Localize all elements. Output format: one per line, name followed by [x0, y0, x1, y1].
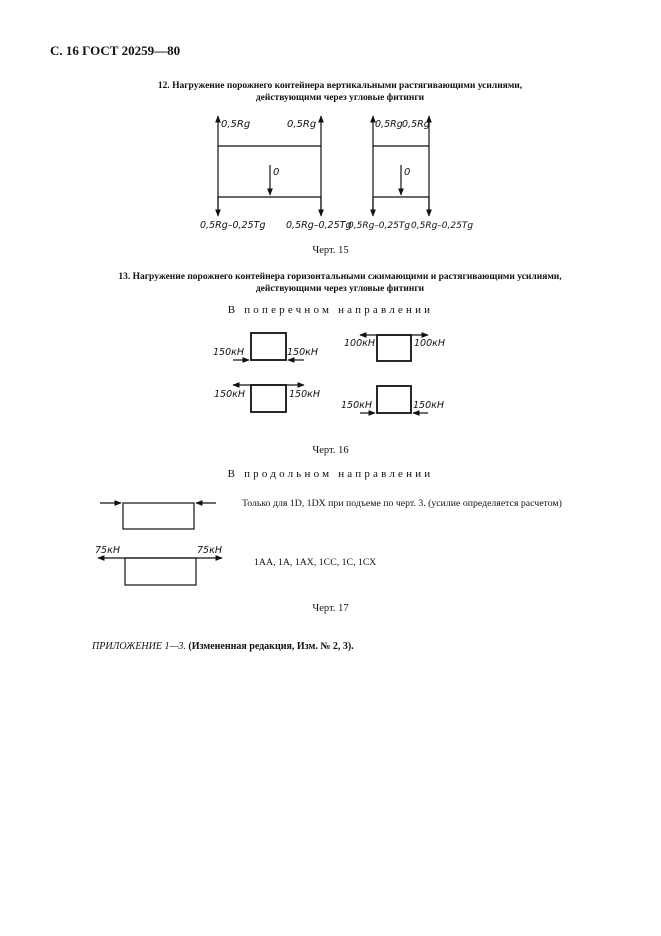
- fig16-d2-left-label: 100кН: [344, 338, 375, 349]
- fig16-d1-right-label: 150кН: [287, 347, 318, 358]
- container-box: [250, 384, 287, 413]
- figure-15-caption: Черт. 15: [312, 245, 349, 256]
- fig16-d3-left-label: 150кН: [214, 389, 245, 400]
- figure-16-diagram-2: [359, 332, 429, 362]
- fig15-left-top-right-label: 0,5Rg: [287, 119, 316, 130]
- transverse-label: В поперечном направлении: [227, 304, 434, 316]
- figure-16-diagram-1: [233, 332, 304, 363]
- fig15-left-bottom-right-label: 0,5Rg–0,25Tg: [286, 220, 351, 231]
- figure-17-diagram-2: [97, 555, 223, 586]
- appendix-edition: (Измененная редакция, Изм. № 2, 3).: [188, 641, 354, 652]
- section-12-title: 12. Нагружение порожнего контейнера верт…: [60, 80, 620, 104]
- figure-16-diagram-3: [232, 382, 305, 413]
- fig16-d4-right-label: 150кН: [413, 400, 444, 411]
- figure-15-right-diagram: [370, 115, 432, 217]
- fig15-right-top-right-label: 0,5Rg: [402, 119, 430, 130]
- section-12-title-line1: 12. Нагружение порожнего контейнера верт…: [157, 81, 523, 91]
- container-box: [122, 502, 195, 530]
- fig15-right-center-label: 0: [404, 167, 410, 178]
- figure-16-diagram-4: [360, 385, 428, 416]
- section-12-title-line2: действующими через угловые фитинги: [255, 93, 425, 103]
- figure-17-diagram-1: [100, 500, 216, 530]
- figure-16-caption: Черт. 16: [312, 445, 349, 456]
- fig16-d4-left-label: 150кН: [341, 400, 372, 411]
- container-box: [250, 332, 287, 361]
- container-box: [376, 385, 412, 414]
- container-box: [124, 557, 197, 586]
- fig15-left-center-label: 0: [273, 167, 279, 178]
- fig15-left-bottom-left-label: 0,5Rg–0,25Tg: [200, 220, 265, 231]
- fig15-right-bottom-right-label: 0,5Rg–0,25Tg: [411, 221, 473, 231]
- fig17-d2-left-label: 75кН: [95, 545, 120, 556]
- figure-17-caption: Черт. 17: [312, 603, 349, 614]
- section-13-title-line2: действующими через угловые фитинги: [255, 284, 425, 294]
- fig15-right-bottom-left-label: 0,5Rg–0,25Tg: [348, 221, 410, 231]
- longitudinal-note-1: Только для 1D, 1DX при подъеме по черт. …: [242, 498, 562, 509]
- section-13-title: 13. Нагружение порожнего контейнера гори…: [60, 271, 620, 295]
- fig16-d2-right-label: 100кН: [414, 338, 445, 349]
- longitudinal-label: В продольном направлении: [227, 468, 434, 480]
- page-header: С. 16 ГОСТ 20259—80: [50, 43, 181, 58]
- fig15-right-top-left-label: 0,5Rg: [375, 119, 403, 130]
- fig16-d3-right-label: 150кН: [289, 389, 320, 400]
- fig15-left-top-left-label: 0,5Rg: [221, 119, 250, 130]
- fig17-d2-right-label: 75кН: [197, 545, 222, 556]
- section-13-title-line1: 13. Нагружение порожнего контейнера гори…: [118, 272, 562, 282]
- appendix-title: ПРИЛОЖЕНИЕ 1—3.: [92, 641, 186, 652]
- figure-15-left-diagram: [215, 115, 324, 217]
- fig16-d1-left-label: 150кН: [213, 347, 244, 358]
- container-box: [376, 334, 412, 362]
- appendix-note: ПРИЛОЖЕНИЕ 1—3. (Измененная редакция, Из…: [92, 641, 354, 652]
- longitudinal-note-2: 1АА, 1А, 1АХ, 1СС, 1С, 1СХ: [254, 557, 377, 568]
